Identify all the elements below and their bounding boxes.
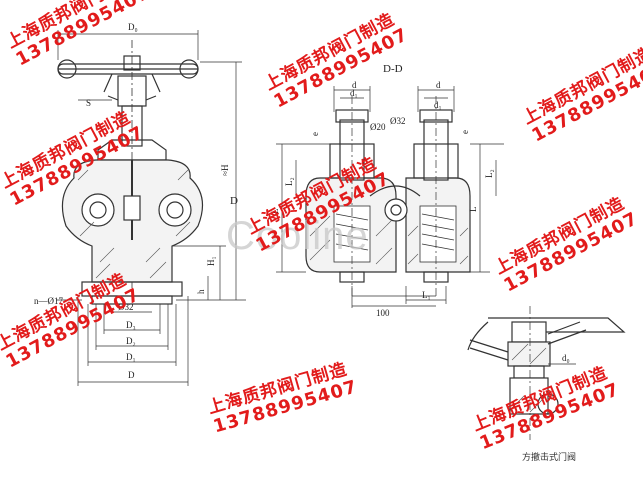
section-title: D-D — [383, 63, 403, 75]
label-dim-100: 100 — [376, 308, 390, 318]
label-h: h — [196, 289, 206, 294]
label-e-right: e — [460, 130, 470, 134]
label-L-right: L — [468, 207, 478, 213]
watermark-logo: Cooline — [226, 214, 369, 258]
label-D3: D₃ — [126, 320, 136, 330]
label-d1-left: d₁ — [350, 88, 358, 98]
figure-caption: 方撤击式门阀 — [522, 453, 577, 463]
label-L1: L₁ — [422, 290, 431, 300]
label-D0: D₀ — [128, 22, 138, 32]
label-d-right: d — [436, 80, 441, 90]
label-L2-left: L₂ — [284, 177, 294, 186]
label-d-left: d — [352, 80, 357, 90]
label-D: D — [230, 195, 238, 207]
label-L-left: L — [270, 209, 280, 215]
label-D-bottom: D — [128, 370, 135, 380]
label-e-left: e — [310, 132, 320, 136]
label-dia20: Ø20 — [370, 122, 386, 132]
label-D2: D₂ — [126, 336, 136, 346]
label-L2-right: L₂ — [484, 169, 494, 178]
label-H: ≈H — [220, 164, 230, 176]
label-dia32-right: Ø32 — [390, 116, 406, 126]
label-d0: d₀ — [562, 353, 570, 363]
label-dia32-left: Ø32 — [118, 302, 134, 312]
label-S: S — [86, 98, 91, 108]
label-d1-right: d₁ — [434, 100, 442, 110]
label-H1: H₁ — [206, 256, 216, 266]
label-D1: D₁ — [126, 352, 136, 362]
label-bolt-holes: n—Ø17 — [34, 296, 63, 306]
